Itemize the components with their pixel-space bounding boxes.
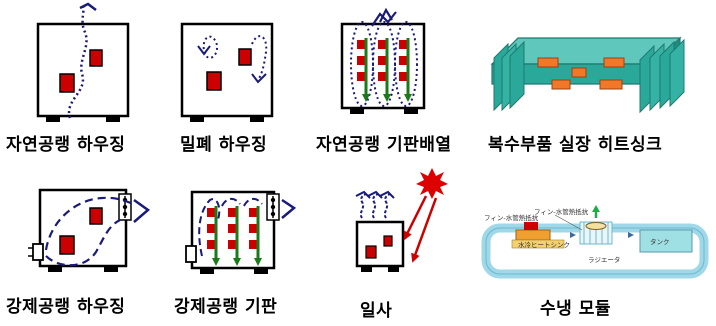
housing-foot (106, 116, 120, 122)
component (365, 245, 377, 259)
heatsink-part (603, 57, 625, 68)
airflow-loop (202, 35, 218, 59)
airflow-path (44, 196, 135, 251)
inlet-vent (185, 245, 197, 263)
component (238, 48, 252, 66)
heatsink-figure (490, 36, 685, 114)
board-column (207, 206, 220, 266)
component (59, 235, 75, 255)
heatsink-fin (669, 38, 685, 108)
housing-foot (104, 266, 118, 272)
board-column (399, 38, 412, 102)
caption-multi-heatsink: 복수부품 실장 히트싱크 (488, 135, 663, 155)
caption-solar: 일사 (360, 301, 393, 321)
airflow-loop (251, 35, 268, 81)
board-column (228, 206, 241, 266)
component (89, 207, 103, 225)
water-label-fin-pipe-top: フィン-水管熱抵抗 (534, 207, 589, 216)
caption-forced-board: 강제공랭 기판 (174, 297, 278, 317)
housing-foot (48, 266, 62, 272)
heat-wave (383, 193, 391, 219)
housing-foot (190, 116, 204, 122)
airflow-arrowhead (79, 2, 97, 11)
housing-foot (388, 266, 399, 272)
water-label-fin-pipe-inner: 水冷ヒートシンク (518, 240, 570, 249)
water-label-tank: タンク (650, 237, 670, 246)
caption-forced-housing: 강제공랭 하우징 (6, 297, 126, 317)
radiation-arrow (411, 197, 438, 263)
housing-box (36, 22, 130, 118)
housing-box (180, 22, 274, 118)
airflow-arrowhead (281, 198, 297, 219)
board-column (357, 38, 370, 102)
component (89, 49, 103, 67)
water-module-figure: フィン-水管熱抵抗 フィン-水管熱抵抗 水冷ヒートシンク タンク ラジエータ (481, 205, 709, 279)
caption-sealed-housing: 밀폐 하우징 (180, 135, 268, 155)
airflow-path (221, 198, 241, 207)
solar-figure (355, 168, 448, 272)
housing-foot (254, 268, 268, 274)
natural-board-figure (340, 7, 426, 114)
fan-icon (266, 193, 280, 221)
housing-foot (404, 108, 418, 114)
airflow-path (45, 219, 121, 267)
water-tank (639, 229, 693, 253)
housing-box (38, 188, 128, 268)
heatsink-part (599, 79, 623, 90)
component (383, 235, 393, 247)
fan-icon (118, 193, 132, 221)
inlet-vent (32, 243, 44, 261)
water-label-radiator: ラジエータ (588, 255, 620, 264)
housing-box (340, 22, 426, 110)
fan-icon (579, 205, 613, 245)
caption-water-module: 수냉 모듈 (540, 299, 611, 319)
housing-box (355, 220, 405, 268)
flow-arrow (628, 232, 634, 238)
airflow-path (243, 198, 263, 207)
airflow-arrowhead (133, 198, 151, 223)
component (59, 73, 75, 93)
forced-board-figure (185, 190, 297, 274)
housing-foot (46, 116, 60, 122)
heatsink-part (537, 57, 559, 68)
heatsink-part (571, 67, 587, 78)
housing-foot (200, 268, 214, 274)
housing-foot (361, 266, 372, 272)
component (206, 71, 222, 91)
board-column (249, 206, 262, 266)
airflow-exhaust (379, 7, 393, 23)
heatsink-part (551, 79, 571, 90)
heatsink-fin (509, 40, 525, 110)
airflow-arrowhead (197, 45, 211, 56)
caption-natural-housing: 자연공랭 하우징 (6, 135, 126, 155)
component (524, 222, 538, 230)
board-column (378, 38, 391, 102)
heat-wave (371, 193, 379, 219)
forced-housing-figure (28, 188, 151, 272)
heat-wave (359, 193, 367, 219)
housing-foot (250, 116, 264, 122)
sealed-housing-figure (180, 22, 274, 122)
water-label-fin-pipe-left: フィン-水管熱抵抗 (484, 213, 539, 222)
radiation-arrow (403, 195, 428, 241)
natural-housing-figure (36, 2, 130, 122)
airflow-exhaust (371, 11, 397, 27)
water-heat-source (515, 229, 551, 241)
airflow-path (198, 198, 221, 257)
housing-foot (350, 108, 364, 114)
sun-icon (416, 168, 448, 199)
caption-natural-board: 자연공랭 기판배열 (316, 135, 452, 155)
airflow-arrowhead (251, 73, 267, 84)
airflow-path (394, 21, 418, 107)
flow-arrow (570, 232, 576, 238)
water-heatsink-block (511, 239, 565, 249)
